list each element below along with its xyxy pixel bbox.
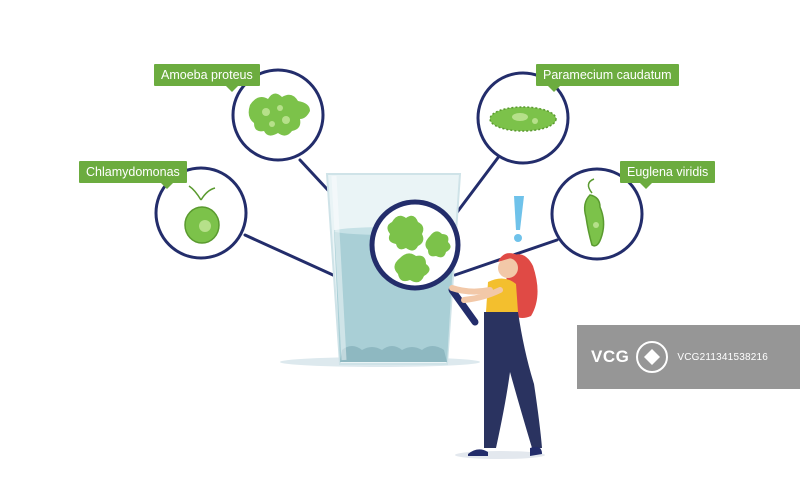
- watermark: VCG VCG211341538216: [577, 325, 800, 389]
- label-chlamydomonas: Chlamydomonas: [79, 161, 187, 189]
- microbe-icon: [394, 253, 430, 283]
- chlamydomonas-circle: [154, 166, 248, 260]
- euglena-circle: [550, 167, 644, 261]
- euglena-icon: [583, 194, 605, 247]
- woman-character: [449, 253, 542, 456]
- magnifying-glass: [369, 199, 479, 326]
- microbe-icon: [387, 215, 424, 251]
- amoeba-circle: [231, 68, 325, 162]
- label-paramecium-caudatum: Paramecium caudatum: [536, 64, 679, 92]
- paramecium-circle: [476, 71, 570, 165]
- amoeba-icon: [248, 93, 310, 136]
- exclamation-icon: [514, 196, 524, 242]
- watermark-logo-icon: [636, 341, 669, 373]
- label-euglena-viridis: Euglena viridis: [620, 161, 716, 189]
- watermark-image-id: VCG211341538216: [677, 351, 769, 363]
- label-amoeba-proteus: Amoeba proteus: [154, 64, 260, 92]
- microbe-icon: [425, 231, 451, 258]
- watermark-logo-text: VCG: [591, 347, 630, 366]
